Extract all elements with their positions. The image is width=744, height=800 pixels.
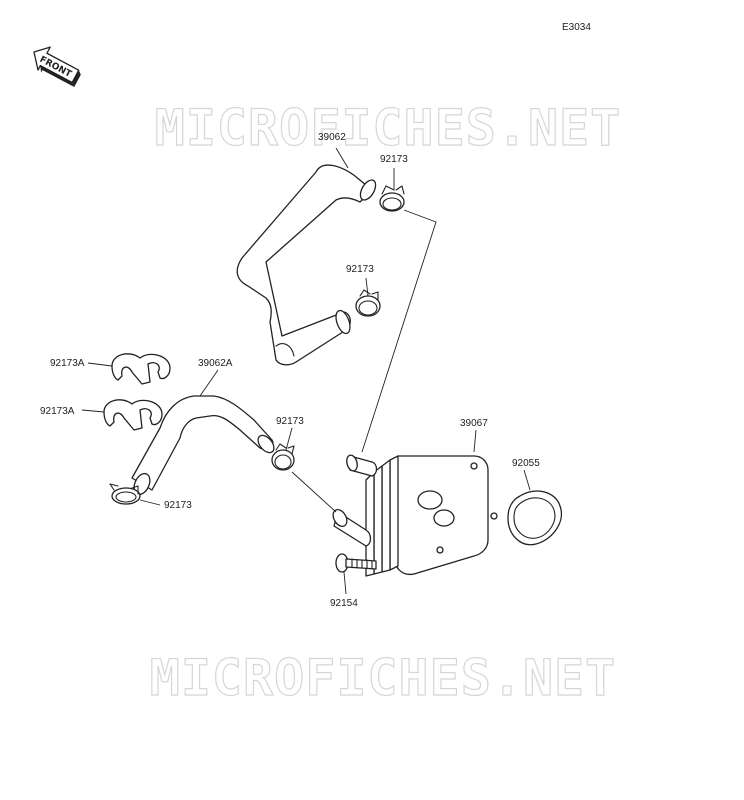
watermark-top: MICROFICHES.NET [155, 99, 622, 157]
hose-39062 [236, 164, 377, 366]
oil-cooler-39067 [332, 454, 498, 577]
leader-lines [81, 147, 531, 595]
label-92154: 92154 [330, 598, 358, 609]
clamp-92173-lower-mid [271, 443, 295, 471]
label-39062a: 39062A [198, 358, 233, 369]
clip-92173a-top [111, 353, 171, 385]
clip-92173a-bottom [103, 399, 163, 431]
bolt-92154 [335, 553, 377, 573]
label-92173a-bottom: 92173A [40, 406, 75, 417]
diagram-code: E3034 [562, 22, 591, 33]
front-arrow-icon: FRONT [33, 46, 81, 88]
clamp-92173-upper-mid [355, 289, 381, 317]
gasket-92055 [507, 490, 562, 546]
label-92173-upper-top: 92173 [380, 154, 408, 165]
label-39067: 39067 [460, 418, 488, 429]
label-92173-lower-bottom: 92173 [164, 500, 192, 511]
clamp-92173-upper-top [379, 185, 405, 212]
label-92173-upper-mid: 92173 [346, 264, 374, 275]
label-39062: 39062 [318, 132, 346, 143]
label-92173-lower-mid: 92173 [276, 416, 304, 427]
watermark-bottom: MICROFICHES.NET [150, 649, 617, 707]
label-92173a-top: 92173A [50, 358, 85, 369]
label-92055: 92055 [512, 458, 540, 469]
clamp-92173-lower-bottom [109, 483, 141, 505]
